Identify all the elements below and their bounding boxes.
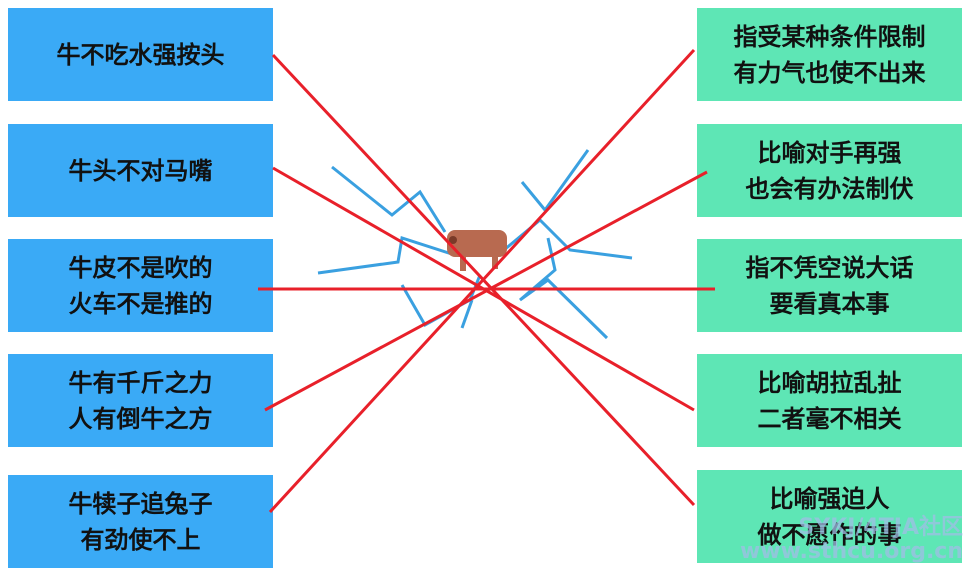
meaning-card-2[interactable]: 比喻对手再强 也会有办法制伏	[697, 124, 962, 217]
meaning-card-1[interactable]: 指受某种条件限制 有力气也使不出来	[697, 8, 962, 101]
meaning-card-5[interactable]: 比喻强迫人 做不愿作的事	[697, 470, 962, 563]
idiom-line: 牛不吃水强按头	[56, 40, 225, 69]
meaning-line: 要看真本事	[769, 289, 890, 318]
idiom-line: 火车不是推的	[68, 289, 213, 318]
meaning-line: 做不愿作的事	[757, 520, 902, 549]
idiom-line: 牛皮不是吹的	[68, 253, 213, 282]
idiom-line: 牛犊子追兔子	[68, 489, 213, 518]
crack-line	[331, 165, 447, 233]
meaning-line: 也会有办法制伏	[745, 174, 914, 203]
idiom-line: 牛头不对马嘴	[68, 156, 213, 185]
ox-icon	[447, 230, 507, 271]
meaning-line: 比喻对手再强	[757, 138, 902, 167]
connection-lines	[258, 48, 715, 514]
idiom-card-1[interactable]: 牛不吃水强按头	[8, 8, 273, 101]
meaning-line: 有力气也使不出来	[733, 58, 926, 87]
meaning-line: 比喻胡拉乱扯	[757, 368, 902, 397]
idiom-card-3[interactable]: 牛皮不是吹的 火车不是推的	[8, 239, 273, 332]
meaning-card-4[interactable]: 比喻胡拉乱扯 二者毫不相关	[697, 354, 962, 447]
crack-line	[520, 149, 590, 213]
meaning-line: 二者毫不相关	[757, 404, 902, 433]
idiom-card-2[interactable]: 牛头不对马嘴	[8, 124, 273, 217]
idiom-card-4[interactable]: 牛有千斤之力 人有倒牛之方	[8, 354, 273, 447]
idiom-line: 有劲使不上	[80, 525, 201, 554]
idiom-line: 人有倒牛之方	[68, 404, 213, 433]
crack-line	[460, 299, 474, 329]
connection-line	[268, 48, 696, 514]
idiom-line: 牛有千斤之力	[68, 368, 213, 397]
connection-line	[264, 170, 708, 412]
meaning-line: 比喻强迫人	[769, 484, 890, 513]
crack-line	[519, 237, 609, 340]
meaning-line: 指不凭空说大话	[745, 253, 914, 282]
crack-line	[497, 217, 633, 260]
idiom-card-5[interactable]: 牛犊子追兔子 有劲使不上	[8, 475, 273, 568]
watermark: SYKJ/4TJA社区 www.sthcu.org.cn	[740, 516, 963, 564]
meaning-line: 指受某种条件限制	[733, 22, 926, 51]
meaning-card-3[interactable]: 指不凭空说大话 要看真本事	[697, 239, 962, 332]
watermark-line: www.sthcu.org.cn	[739, 539, 963, 564]
watermark-line: SYKJ/4TJA社区	[798, 515, 963, 540]
crack-line	[317, 236, 456, 275]
